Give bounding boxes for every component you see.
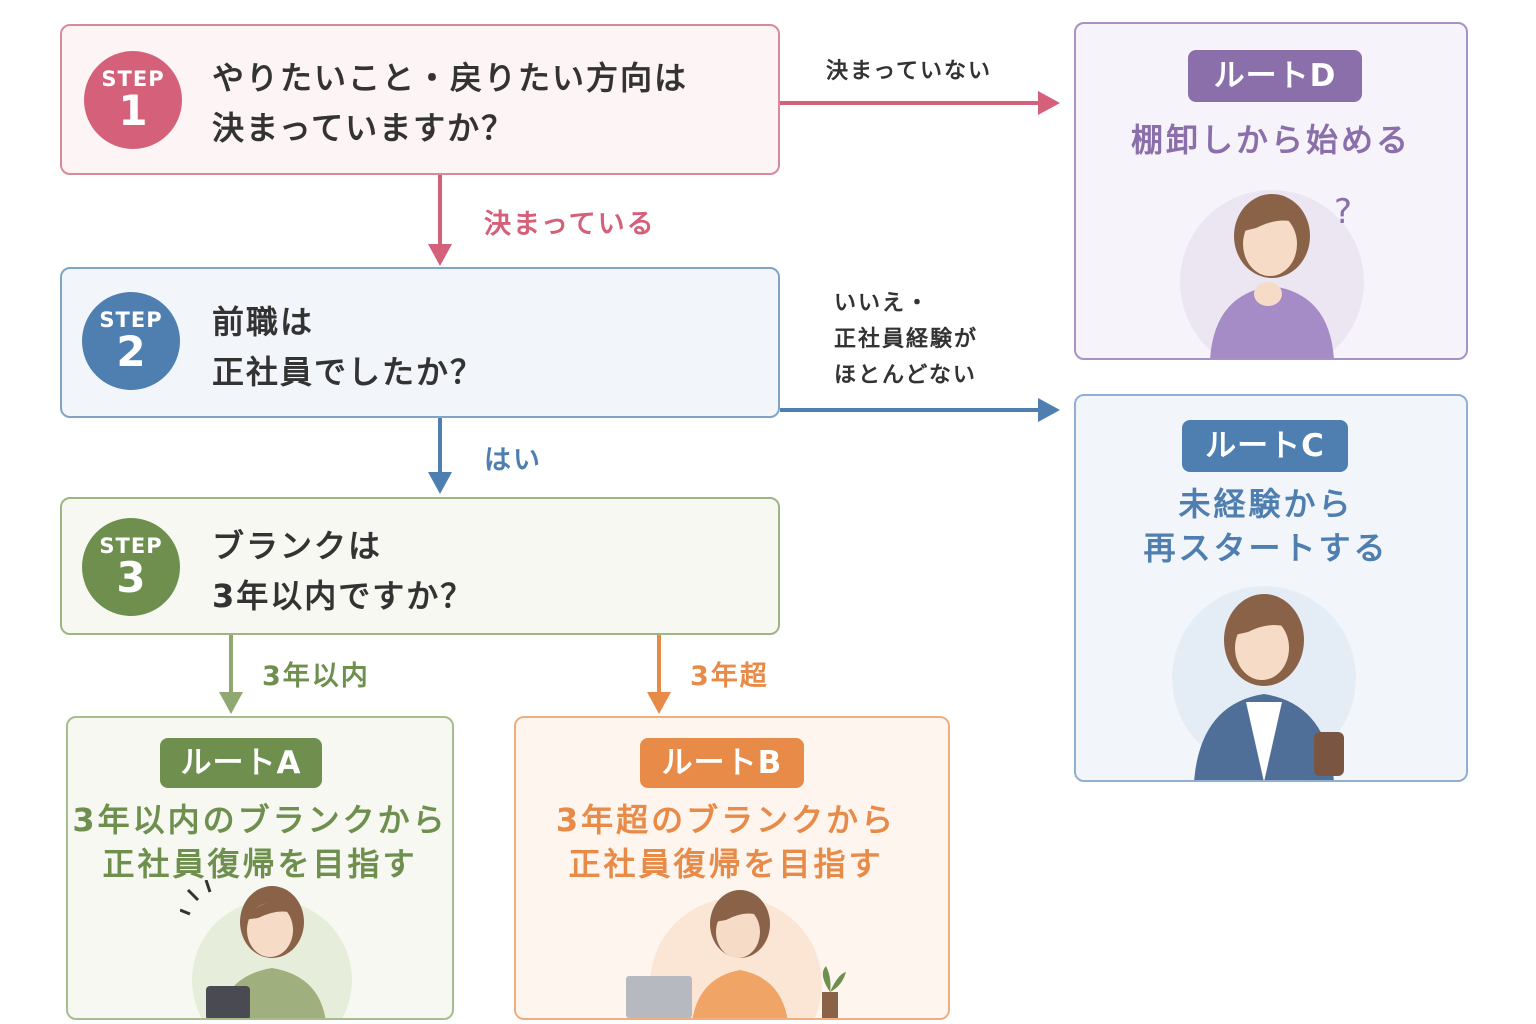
routeD-question-mark: ? bbox=[1334, 192, 1353, 232]
arrowhead-step1-to-step2 bbox=[428, 244, 452, 266]
step3-box: STEP 3 ブランクは 3年以内ですか？ bbox=[60, 497, 780, 635]
edge-label-step3-over: 3年超 bbox=[690, 661, 769, 692]
routeD-box: ルートD 棚卸しから始める ? bbox=[1074, 22, 1468, 360]
step2-number: 2 bbox=[116, 327, 146, 376]
arrowhead-step3-to-routeB bbox=[647, 692, 671, 714]
routeC-badge: ルートC bbox=[1182, 420, 1348, 472]
step2-label: STEP bbox=[99, 308, 163, 332]
step3-question: ブランクは 3年以内ですか？ bbox=[212, 527, 475, 615]
arrowhead-step3-to-routeA bbox=[219, 692, 243, 714]
edge-label-step1-yes: 決まっている bbox=[484, 209, 656, 240]
routeB-box: ルートB 3年超のブランクから 正社員復帰を目指す bbox=[514, 716, 950, 1020]
arrowhead-step1-to-routeD bbox=[1038, 91, 1060, 115]
edge-label-step1-no: 決まっていない bbox=[826, 59, 993, 84]
routeA-box: ルートA 3年以内のブランクから 正社員復帰を目指す bbox=[66, 716, 454, 1020]
arrowhead-step2-to-routeC bbox=[1038, 398, 1060, 422]
routeA-badge: ルートA bbox=[160, 738, 322, 788]
routeA-title: 3年以内のブランクから 正社員復帰を目指す bbox=[72, 801, 448, 883]
step1-question: やりたいこと・戻りたい方向は 決まっていますか？ bbox=[212, 59, 689, 147]
edge-label-step2-yes: はい bbox=[484, 445, 542, 476]
step2-badge: STEP 2 bbox=[82, 292, 180, 390]
arrowhead-step2-to-step3 bbox=[428, 472, 452, 494]
routeC-title: 未経験から 再スタートする bbox=[1143, 485, 1389, 567]
step1-badge: STEP 1 bbox=[84, 51, 182, 149]
step3-badge: STEP 3 bbox=[82, 518, 180, 616]
routeD-badge: ルートD bbox=[1188, 50, 1362, 102]
step1-label: STEP bbox=[101, 67, 165, 91]
routeB-person-illustration bbox=[626, 890, 846, 1018]
step3-label: STEP bbox=[99, 534, 163, 558]
routeB-title: 3年超のブランクから 正社員復帰を目指す bbox=[555, 801, 897, 883]
routeC-person-illustration bbox=[1172, 586, 1356, 780]
step2-box: STEP 2 前職は 正社員でしたか？ bbox=[60, 267, 780, 418]
edge-label-step3-within: 3年以内 bbox=[262, 661, 370, 692]
edge-label-step2-no: いいえ・ 正社員経験が ほとんどない bbox=[834, 291, 979, 388]
step2-question: 前職は 正社員でしたか？ bbox=[212, 303, 485, 391]
routeC-box: ルートC 未経験から 再スタートする bbox=[1074, 394, 1468, 782]
step3-number: 3 bbox=[116, 553, 146, 602]
routeA-person-illustration bbox=[180, 880, 352, 1018]
step1-number: 1 bbox=[118, 86, 148, 135]
routeD-person-illustration bbox=[1180, 190, 1364, 358]
step1-box: STEP 1 やりたいこと・戻りたい方向は 決まっていますか？ bbox=[60, 24, 780, 175]
routeB-badge: ルートB bbox=[640, 738, 804, 788]
routeD-title: 棚卸しから始める bbox=[1130, 121, 1411, 159]
